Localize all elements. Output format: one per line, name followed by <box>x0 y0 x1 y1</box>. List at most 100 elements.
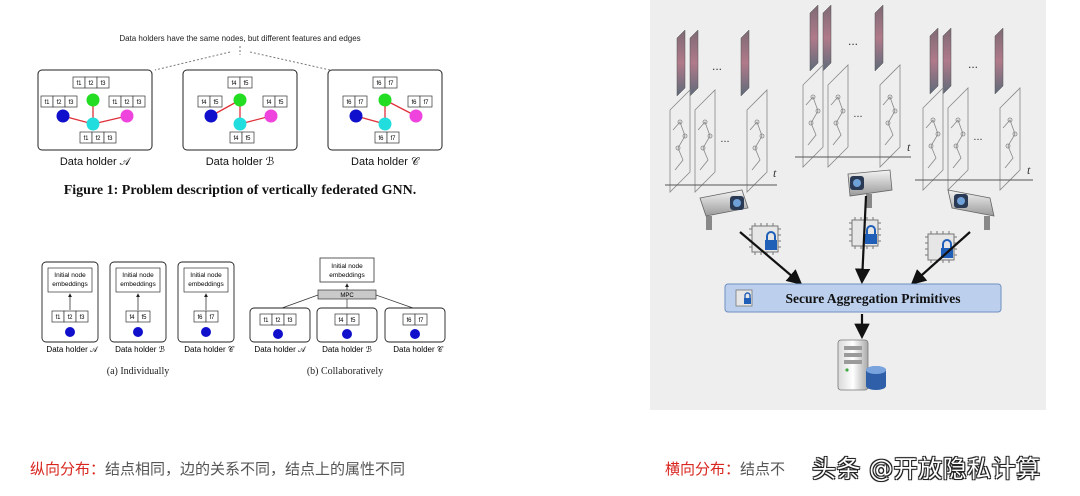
left-caption: 纵向分布：结点相同，边的关系不同，结点上的属性不同 <box>30 458 405 479</box>
svg-text:f3: f3 <box>79 315 85 321</box>
right-caption-text: 结点不 <box>740 460 786 478</box>
svg-text:f2: f2 <box>67 315 73 321</box>
svg-text:f6: f6 <box>376 81 382 87</box>
figure2b-holder-b-label: Data holder ℬ <box>322 345 372 354</box>
lock-icon <box>744 292 751 304</box>
svg-text:f6: f6 <box>411 100 417 106</box>
svg-text:f3: f3 <box>68 100 74 106</box>
svg-text:f7: f7 <box>418 318 424 324</box>
left-caption-key: 纵向分布 <box>30 460 91 478</box>
svg-text:embeddings: embeddings <box>120 281 156 288</box>
camera-stream-group-2: ... ... t <box>795 4 911 168</box>
svg-text:f4: f4 <box>233 136 239 142</box>
dashed-connector <box>249 51 331 71</box>
node-blue <box>204 109 218 123</box>
figure1-holder-c: f6 f7 f6 f7 f6 f7 f6 f7 <box>327 69 443 151</box>
svg-text:f6: f6 <box>406 318 412 324</box>
figure1-caption: Figure 1: Problem description of vertica… <box>64 183 417 198</box>
svg-text:f2: f2 <box>124 100 130 106</box>
figure1-holder-a: f1 f2 f3 f1 f2 f3 f1 f2 f3 f1 f2 f3 <box>37 69 153 151</box>
figure2b-caption: (b) Collaboratively <box>307 366 383 377</box>
figure1: Data holders have the same nodes, but di… <box>37 34 443 198</box>
node-magenta <box>264 109 278 123</box>
svg-text:f3: f3 <box>107 136 113 142</box>
svg-text:f7: f7 <box>358 100 364 106</box>
graph-snapshot-icon <box>802 64 901 168</box>
dashed-connector <box>154 51 231 71</box>
graph-snapshot-icon <box>922 87 1021 191</box>
svg-text:f6: f6 <box>378 136 384 142</box>
right-figure: ... ... t ... <box>650 0 1046 410</box>
svg-text:f5: f5 <box>141 315 147 321</box>
video-frames-icon <box>809 4 884 72</box>
svg-text:Initial node: Initial node <box>190 272 222 279</box>
figure1-top-note: Data holders have the same nodes, but di… <box>119 34 360 43</box>
node-green <box>86 93 100 107</box>
mpc-label: MPC <box>340 293 354 299</box>
svg-text:embeddings: embeddings <box>188 281 224 288</box>
svg-text:f3: f3 <box>287 318 293 324</box>
camera-stream-group-1: ... ... t <box>665 29 777 193</box>
arrow <box>910 231 971 286</box>
svg-text:f2: f2 <box>95 136 101 142</box>
encrypted-chip-icon <box>749 223 781 255</box>
figure2a-caption: (a) Individually <box>107 366 169 377</box>
svg-text:f4: f4 <box>129 315 135 321</box>
svg-text:Initial node: Initial node <box>122 272 154 279</box>
right-caption-key: 横向分布 <box>665 460 726 478</box>
svg-text:Initial node: Initial node <box>331 263 363 270</box>
svg-text:f4: f4 <box>266 100 272 106</box>
svg-text:f2: f2 <box>88 81 94 87</box>
svg-text:f5: f5 <box>245 136 251 142</box>
lock-icon <box>865 225 877 244</box>
svg-text:t: t <box>907 140 911 154</box>
svg-text:...: ... <box>712 59 722 73</box>
svg-text:f7: f7 <box>423 100 429 106</box>
svg-text:...: ... <box>720 133 729 145</box>
node-magenta <box>409 109 423 123</box>
svg-text:f7: f7 <box>388 81 394 87</box>
svg-text:...: ... <box>848 34 858 48</box>
svg-text:f3: f3 <box>100 81 106 87</box>
figure2a-holder-c: Initial node embeddings f6 f7 <box>177 261 235 343</box>
svg-text:f7: f7 <box>209 315 215 321</box>
svg-text:...: ... <box>853 108 862 120</box>
figure2b: Initial node embeddings MPC f1 f2 f3 Dat… <box>249 257 446 377</box>
figure2: Initial node embeddings f1 f2 f3 Data ho… <box>41 257 446 377</box>
svg-text:t: t <box>1027 163 1031 177</box>
node-green <box>378 93 392 107</box>
figure2b-holder-c-label: Data holder 𝒞 <box>393 345 444 354</box>
node-cyan <box>378 117 392 131</box>
node-magenta <box>120 109 134 123</box>
svg-text:f4: f4 <box>201 100 207 106</box>
secure-aggregation-bar: Secure Aggregation Primitives <box>724 283 1002 313</box>
watermark: 头条 @开放隐私计算 <box>812 455 1041 483</box>
security-camera-icon <box>947 189 995 230</box>
figure2a-holder-a-label: Data holder 𝒜 <box>46 345 99 354</box>
svg-text:f7: f7 <box>390 136 396 142</box>
node-green <box>233 93 247 107</box>
svg-text:f1: f1 <box>112 100 118 106</box>
video-frames-icon <box>676 29 750 97</box>
svg-text:Initial node: Initial node <box>54 272 86 279</box>
figure1-holder-b-label: Data holder ℬ <box>206 156 275 168</box>
figure2a-holder-a: Initial node embeddings f1 f2 f3 <box>41 261 99 343</box>
svg-text:f5: f5 <box>243 81 249 87</box>
svg-text:f5: f5 <box>350 318 356 324</box>
video-frames-icon <box>929 27 1004 95</box>
left-caption-text: 结点相同，边的关系不同，结点上的属性不同 <box>105 460 406 478</box>
server-database-icon <box>837 339 886 391</box>
svg-text:f2: f2 <box>275 318 281 324</box>
figure1-holder-a-label: Data holder 𝒜 <box>60 156 132 168</box>
arrow <box>739 231 803 285</box>
security-camera-icon <box>847 169 893 208</box>
figure1-holder-b: f4 f5 f4 f5 f4 f5 f4 f5 <box>182 69 298 151</box>
svg-text:f4: f4 <box>338 318 344 324</box>
svg-text:f1: f1 <box>83 136 89 142</box>
svg-text:f1: f1 <box>263 318 269 324</box>
svg-text:embeddings: embeddings <box>52 281 88 288</box>
node-cyan <box>86 117 100 131</box>
svg-text:f5: f5 <box>213 100 219 106</box>
node-blue <box>349 109 363 123</box>
